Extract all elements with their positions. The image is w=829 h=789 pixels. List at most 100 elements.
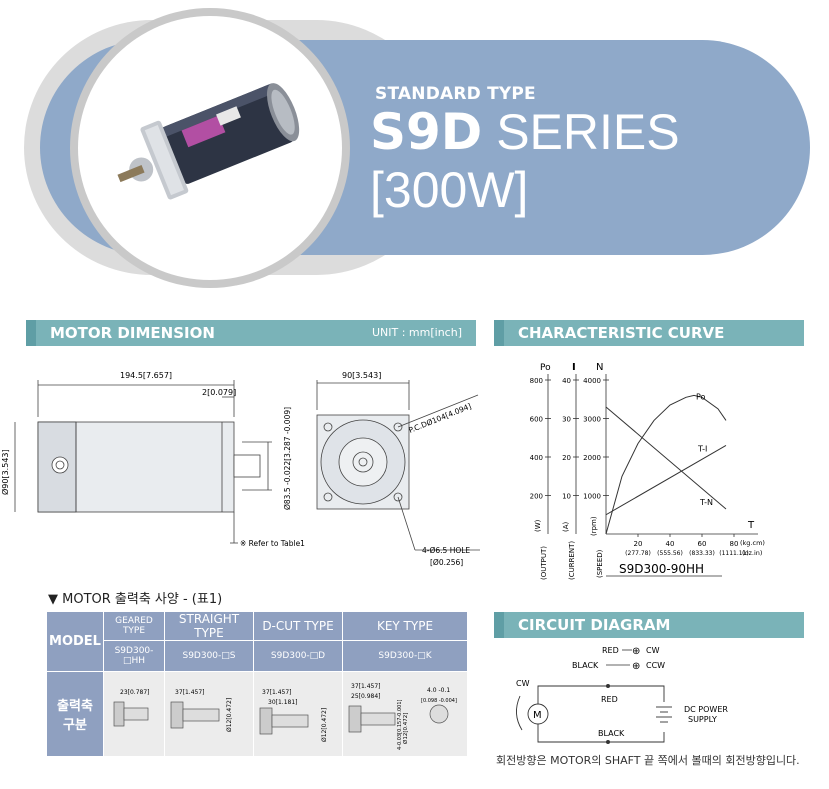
- legend-red-plus: ⊕: [632, 646, 640, 657]
- x-tick-label-oz: (277.78): [625, 550, 651, 557]
- axis-t-unit-kg: (kg.cm): [740, 539, 765, 547]
- dcut-dim-b: 30[1.181]: [268, 699, 298, 706]
- dc-power-label: DC POWER: [684, 705, 728, 714]
- motor-dimension-drawing: 194.5[7.657] 2[0.079] Ø90[3.543] Ø83.5 -…: [0, 371, 480, 567]
- dim-length: 194.5[7.657]: [120, 371, 172, 380]
- col-type-key: KEY TYPE: [342, 611, 468, 641]
- straight-dim-a: 37[1.457]: [175, 689, 205, 696]
- dim-hole: 4-Ø6.5 HOLE: [422, 546, 470, 555]
- key-dim-a: 37[1.457]: [351, 683, 381, 690]
- characteristic-curve-header: CHARACTERISTIC CURVE: [494, 320, 804, 346]
- dim-hole-inch: [Ø0.256]: [430, 558, 463, 567]
- x-tick-label-oz: (833.33): [689, 550, 715, 557]
- characteristic-curve-title: CHARACTERISTIC CURVE: [518, 324, 725, 342]
- y-tick-label: 2000: [583, 454, 601, 462]
- unit-a: (A): [562, 521, 570, 532]
- legend-black-plus: ⊕: [632, 661, 640, 672]
- shaft-row-label-1: 출력축: [57, 699, 93, 714]
- shaft-row-label: 출력축 구분: [46, 671, 104, 757]
- key-dim-d: 4-0.03[0.157-0.001]: [397, 699, 403, 750]
- motor-dimension-header: MOTOR DIMENSION UNIT : mm[inch]: [26, 320, 476, 346]
- dim-width: 90[3.543]: [342, 371, 381, 380]
- axis-i-label: I: [572, 362, 576, 373]
- dim-height: Ø90[3.543]: [0, 449, 10, 495]
- y-tick-label: 400: [530, 454, 543, 462]
- straight-dim-b: Ø12[0.472]: [226, 698, 233, 732]
- series-power: [300W]: [370, 162, 529, 218]
- x-tick-label: 20: [634, 540, 643, 548]
- y-tick-label: 3000: [583, 416, 601, 424]
- straight-shaft-drawing: 37[1.457] Ø12[0.472]: [164, 671, 254, 757]
- y-tick-label: 10: [562, 493, 571, 501]
- motor-symbol: M: [533, 710, 542, 721]
- cw-label: CW: [516, 679, 530, 688]
- wire-red-label: RED: [601, 695, 618, 704]
- table-title: ▼ MOTOR 출력축 사양 - (표1): [48, 592, 223, 607]
- col-type-geared: GEARED TYPE: [103, 611, 165, 641]
- y-tick-label: 20: [562, 454, 571, 462]
- legend-red: RED: [602, 646, 619, 655]
- circuit-diagram-title: CIRCUIT DIAGRAM: [518, 616, 671, 634]
- dcut-dim-a: 37[1.457]: [262, 689, 292, 696]
- dim-shaft-step: 2[0.079]: [202, 388, 236, 397]
- series-line-po: [605, 394, 727, 535]
- motor-illustration: [117, 83, 300, 200]
- series-line-t-i: [605, 445, 727, 516]
- col-model-geared: S9D300-□HH: [103, 640, 165, 672]
- product-photo: [78, 16, 342, 280]
- series-title-bold: S9D: [370, 103, 483, 161]
- series-subtitle: STANDARD TYPE: [375, 84, 536, 104]
- y-tick-label: 1000: [583, 493, 601, 501]
- series-line-t-n: [605, 406, 727, 510]
- header-tick: [494, 612, 504, 638]
- dim-pcd: P.C.DØ104[4.094]: [407, 402, 472, 435]
- key-dim-b: 25[0.984]: [351, 693, 381, 700]
- unit-w: (W): [534, 519, 542, 532]
- x-tick-label: 60: [698, 540, 707, 548]
- x-tick-label: 40: [666, 540, 675, 548]
- dim-shaft-dia: Ø83.5 -0.022[3.287 -0.009]: [283, 407, 292, 510]
- circuit-diagram: RED ⊕ CW BLACK ⊕ CCW M CW RED BLACK DC P…: [516, 646, 728, 744]
- y-tick-label: 600: [530, 416, 543, 424]
- key-dim-c: Ø12[0.472]: [402, 713, 409, 744]
- curve-tn-label: T-N: [699, 498, 713, 507]
- motor-dimension-title: MOTOR DIMENSION: [50, 324, 215, 342]
- axis-t-label: T: [747, 520, 755, 531]
- curve-po-label: Po: [696, 392, 706, 401]
- col-type-dcut: D-CUT TYPE: [253, 611, 343, 641]
- header-tick: [26, 320, 36, 346]
- name-output: (OUTPUT): [540, 546, 548, 580]
- rotation-caption: 회전방향은 MOTOR의 SHAFT 끝 쪽에서 볼때의 회전방향입니다.: [496, 754, 800, 767]
- geared-shaft-drawing: 23[0.787]: [103, 671, 165, 757]
- shaft-spec-table: MODEL GEARED TYPE STRAIGHT TYPE D-CUT TY…: [46, 611, 468, 757]
- y-tick-label: 200: [530, 493, 543, 501]
- axis-n-label: N: [596, 362, 603, 373]
- characteristic-curve-chart: Po I N (W) (A) (rpm) (OUTPUT) (CURRENT) …: [530, 362, 765, 580]
- col-type-straight: STRAIGHT TYPE: [164, 611, 254, 641]
- col-model-dcut: S9D300-□D: [253, 640, 343, 672]
- supply-label: SUPPLY: [688, 715, 717, 724]
- col-model-key: S9D300-□K: [342, 640, 468, 672]
- key-dim-f: [0.098 -0.004]: [421, 698, 457, 704]
- series-title: S9D SERIES: [370, 104, 680, 160]
- curve-ti-label: T-I: [697, 444, 707, 453]
- x-tick-label-oz: (1111.11): [719, 550, 749, 557]
- legend-black-dir: CCW: [646, 661, 665, 670]
- y-tick-label: 4000: [583, 377, 601, 385]
- x-tick-label: 80: [730, 540, 739, 548]
- axis-t-unit-oz: (oz.in): [742, 549, 762, 557]
- wire-black-label: BLACK: [598, 729, 625, 738]
- geared-dim-a: 23[0.787]: [120, 689, 150, 696]
- unit-label: UNIT : mm[inch]: [371, 326, 462, 339]
- y-tick-label: 800: [530, 377, 543, 385]
- series-title-rest: SERIES: [482, 104, 680, 160]
- y-tick-label: 30: [562, 416, 571, 424]
- key-dim-e: 4.0 -0.1: [427, 687, 450, 694]
- circuit-diagram-header: CIRCUIT DIAGRAM: [494, 612, 804, 638]
- name-current: (CURRENT): [568, 541, 576, 580]
- name-speed: (SPEED): [596, 549, 604, 578]
- model-label: MODEL: [46, 611, 104, 672]
- y-tick-label: 40: [562, 377, 571, 385]
- legend-black: BLACK: [572, 661, 599, 670]
- dcut-shaft-drawing: 37[1.457] 30[1.181] Ø12[0.472]: [253, 671, 343, 757]
